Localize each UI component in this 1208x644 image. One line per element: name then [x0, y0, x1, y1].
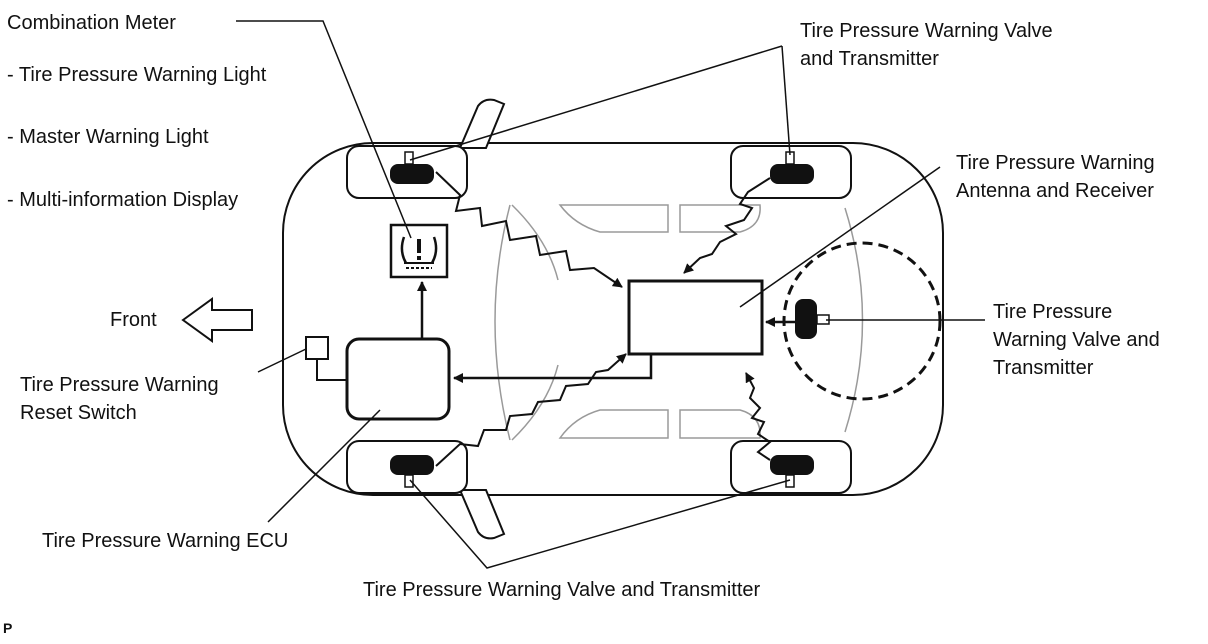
leader-valve-top-b	[781, 45, 791, 156]
side-mirror-bottom	[458, 489, 506, 540]
signal-front-right	[435, 353, 627, 467]
tire-front-right	[390, 455, 434, 488]
spare-tire	[795, 299, 817, 339]
label-valve-spare-line3: Transmitter	[993, 357, 1094, 379]
windshield-top	[494, 204, 511, 441]
label-antenna-line1: Tire Pressure Warning	[956, 152, 1155, 174]
leader-combination-meter	[236, 20, 412, 239]
label-master-warning-light: - Master Warning Light	[7, 126, 209, 148]
tire-pressure-warning-ecu-box	[345, 337, 451, 421]
label-valve-bottom: Tire Pressure Warning Valve and Transmit…	[363, 579, 761, 601]
label-antenna-line2: Antenna and Receiver	[956, 180, 1154, 202]
leader-antenna	[739, 166, 941, 308]
label-tire-pressure-warning-light: - Tire Pressure Warning Light	[7, 64, 267, 86]
front-side-window-top	[558, 204, 669, 233]
front-arrow-icon	[181, 297, 253, 343]
label-ecu: Tire Pressure Warning ECU	[42, 530, 289, 552]
signal-front-left	[435, 171, 623, 288]
label-reset-switch: Tire Pressure Warning Reset Switch	[20, 371, 219, 427]
label-valve-top-line1: Tire Pressure Warning Valve	[800, 20, 1053, 42]
signal-rear-left	[683, 177, 771, 274]
label-front: Front	[110, 309, 157, 331]
reset-switch-box	[305, 336, 329, 360]
label-multi-information-display: - Multi-information Display	[7, 189, 239, 211]
leader-valve-bottom	[409, 479, 791, 569]
label-reset-switch-line2: Reset Switch	[20, 402, 137, 424]
label-antenna-receiver: Tire Pressure Warning Antenna and Receiv…	[956, 149, 1155, 205]
windshield-top-2	[511, 204, 559, 281]
leader-valve-top-a	[409, 45, 783, 161]
label-valve-spare-line1: Tire Pressure	[993, 301, 1113, 323]
label-valve-top-line2: and Transmitter	[800, 48, 939, 70]
side-mirror-top	[458, 98, 506, 149]
antenna-receiver-box	[627, 279, 764, 356]
vehicle-body-outline	[282, 142, 944, 496]
signal-rear-right	[745, 372, 772, 461]
tire-pressure-warning-lamp-icon	[400, 236, 438, 269]
label-corner-mark: P	[3, 620, 13, 636]
rear-side-window-top	[679, 204, 761, 233]
windshield-bottom-2	[511, 364, 559, 441]
label-valve-spare-line2: Warning Valve and	[993, 329, 1160, 351]
leader-reset-switch	[257, 348, 307, 373]
label-valve-spare: Tire Pressure Warning Valve and Transmit…	[993, 298, 1160, 382]
label-valve-top: Tire Pressure Warning Valve and Transmit…	[800, 17, 1053, 73]
label-reset-switch-line1: Tire Pressure Warning	[20, 374, 219, 396]
reset-switch-wire	[316, 359, 347, 381]
front-side-window-bottom	[558, 409, 669, 439]
label-combination-meter: Combination Meter	[7, 12, 176, 34]
receiver-to-ecu-arrow	[453, 354, 653, 383]
leader-ecu	[267, 409, 381, 523]
rear-side-window-bottom	[679, 409, 761, 439]
tire-front-left	[390, 151, 434, 184]
